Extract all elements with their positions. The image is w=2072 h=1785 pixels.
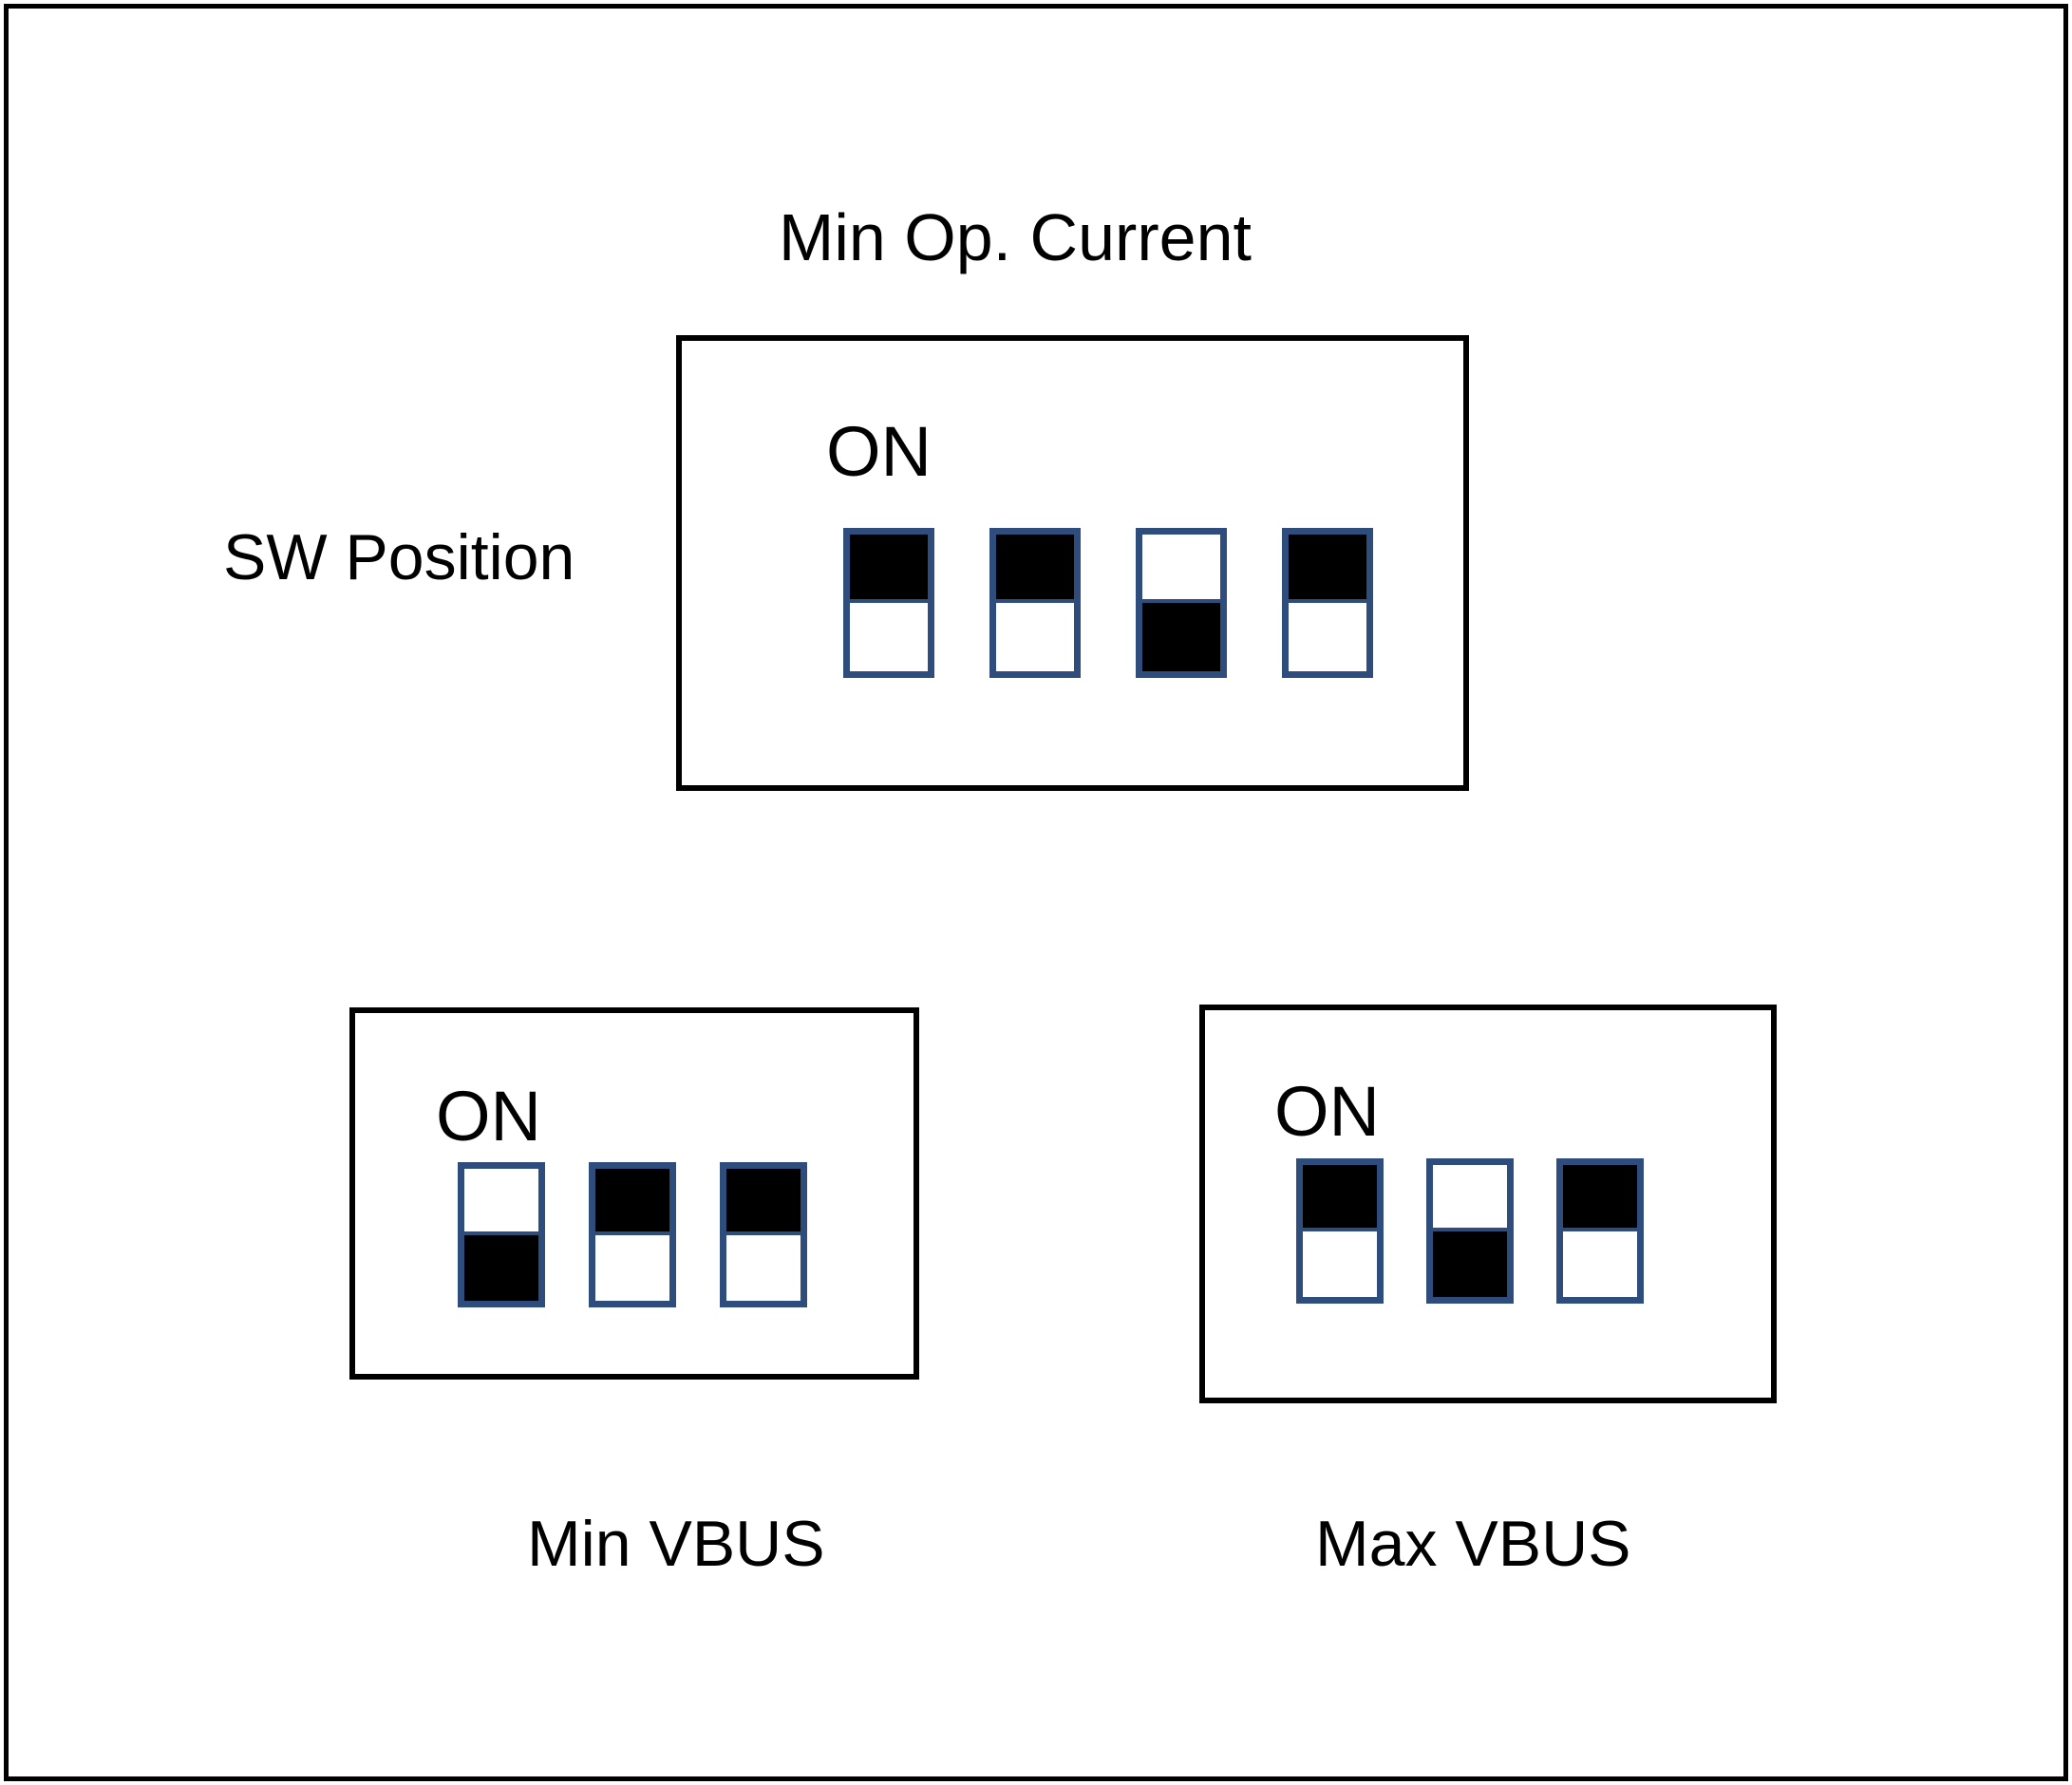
dip-switch-max-vbus-2[interactable]	[1426, 1158, 1514, 1304]
dip-half-top	[996, 535, 1074, 603]
dip-switch-min-op-current-2[interactable]	[989, 528, 1081, 678]
on-label-min-vbus: ON	[436, 1077, 541, 1156]
dip-half-bottom	[464, 1234, 538, 1301]
dip-half-bottom	[1303, 1231, 1377, 1297]
dip-switch-max-vbus-1[interactable]	[1296, 1158, 1384, 1304]
dip-block-min-op-current: ON	[676, 335, 1469, 791]
dip-half-bottom	[1142, 603, 1220, 671]
caption-max-vbus: Max VBUS	[1315, 1508, 1631, 1580]
dip-half-bottom	[1433, 1231, 1507, 1297]
dip-half-top	[1289, 535, 1366, 603]
on-label-min-op-current: ON	[826, 412, 932, 491]
dip-switch-min-vbus-1[interactable]	[458, 1162, 545, 1307]
dip-half-top	[595, 1169, 669, 1235]
dip-switch-min-op-current-4[interactable]	[1282, 528, 1373, 678]
dip-switch-min-vbus-3[interactable]	[720, 1162, 807, 1307]
label-sw-position: SW Position	[223, 521, 575, 593]
dip-half-top	[464, 1169, 538, 1235]
dip-half-top	[726, 1169, 801, 1235]
dip-half-top	[1303, 1165, 1377, 1231]
switch-row-min-vbus	[458, 1162, 807, 1307]
dip-block-max-vbus: ON	[1199, 1005, 1777, 1403]
dip-half-bottom	[1289, 603, 1366, 671]
dip-switch-min-op-current-3[interactable]	[1136, 528, 1227, 678]
dip-half-bottom	[1563, 1231, 1637, 1297]
on-label-max-vbus: ON	[1274, 1072, 1380, 1151]
dip-half-top	[1142, 535, 1220, 603]
dip-switch-max-vbus-3[interactable]	[1556, 1158, 1644, 1304]
switch-row-min-op-current	[843, 528, 1373, 678]
dip-half-top	[850, 535, 928, 603]
dip-half-top	[1563, 1165, 1637, 1231]
dip-half-bottom	[996, 603, 1074, 671]
dip-half-bottom	[850, 603, 928, 671]
caption-min-vbus: Min VBUS	[527, 1508, 825, 1580]
dip-half-bottom	[726, 1234, 801, 1301]
dip-switch-min-op-current-1[interactable]	[843, 528, 934, 678]
switch-row-max-vbus	[1296, 1158, 1644, 1304]
dip-half-bottom	[595, 1234, 669, 1301]
title-min-op-current: Min Op. Current	[779, 200, 1252, 274]
dip-half-top	[1433, 1165, 1507, 1231]
dip-block-min-vbus: ON	[349, 1007, 919, 1380]
dip-switch-min-vbus-2[interactable]	[589, 1162, 676, 1307]
